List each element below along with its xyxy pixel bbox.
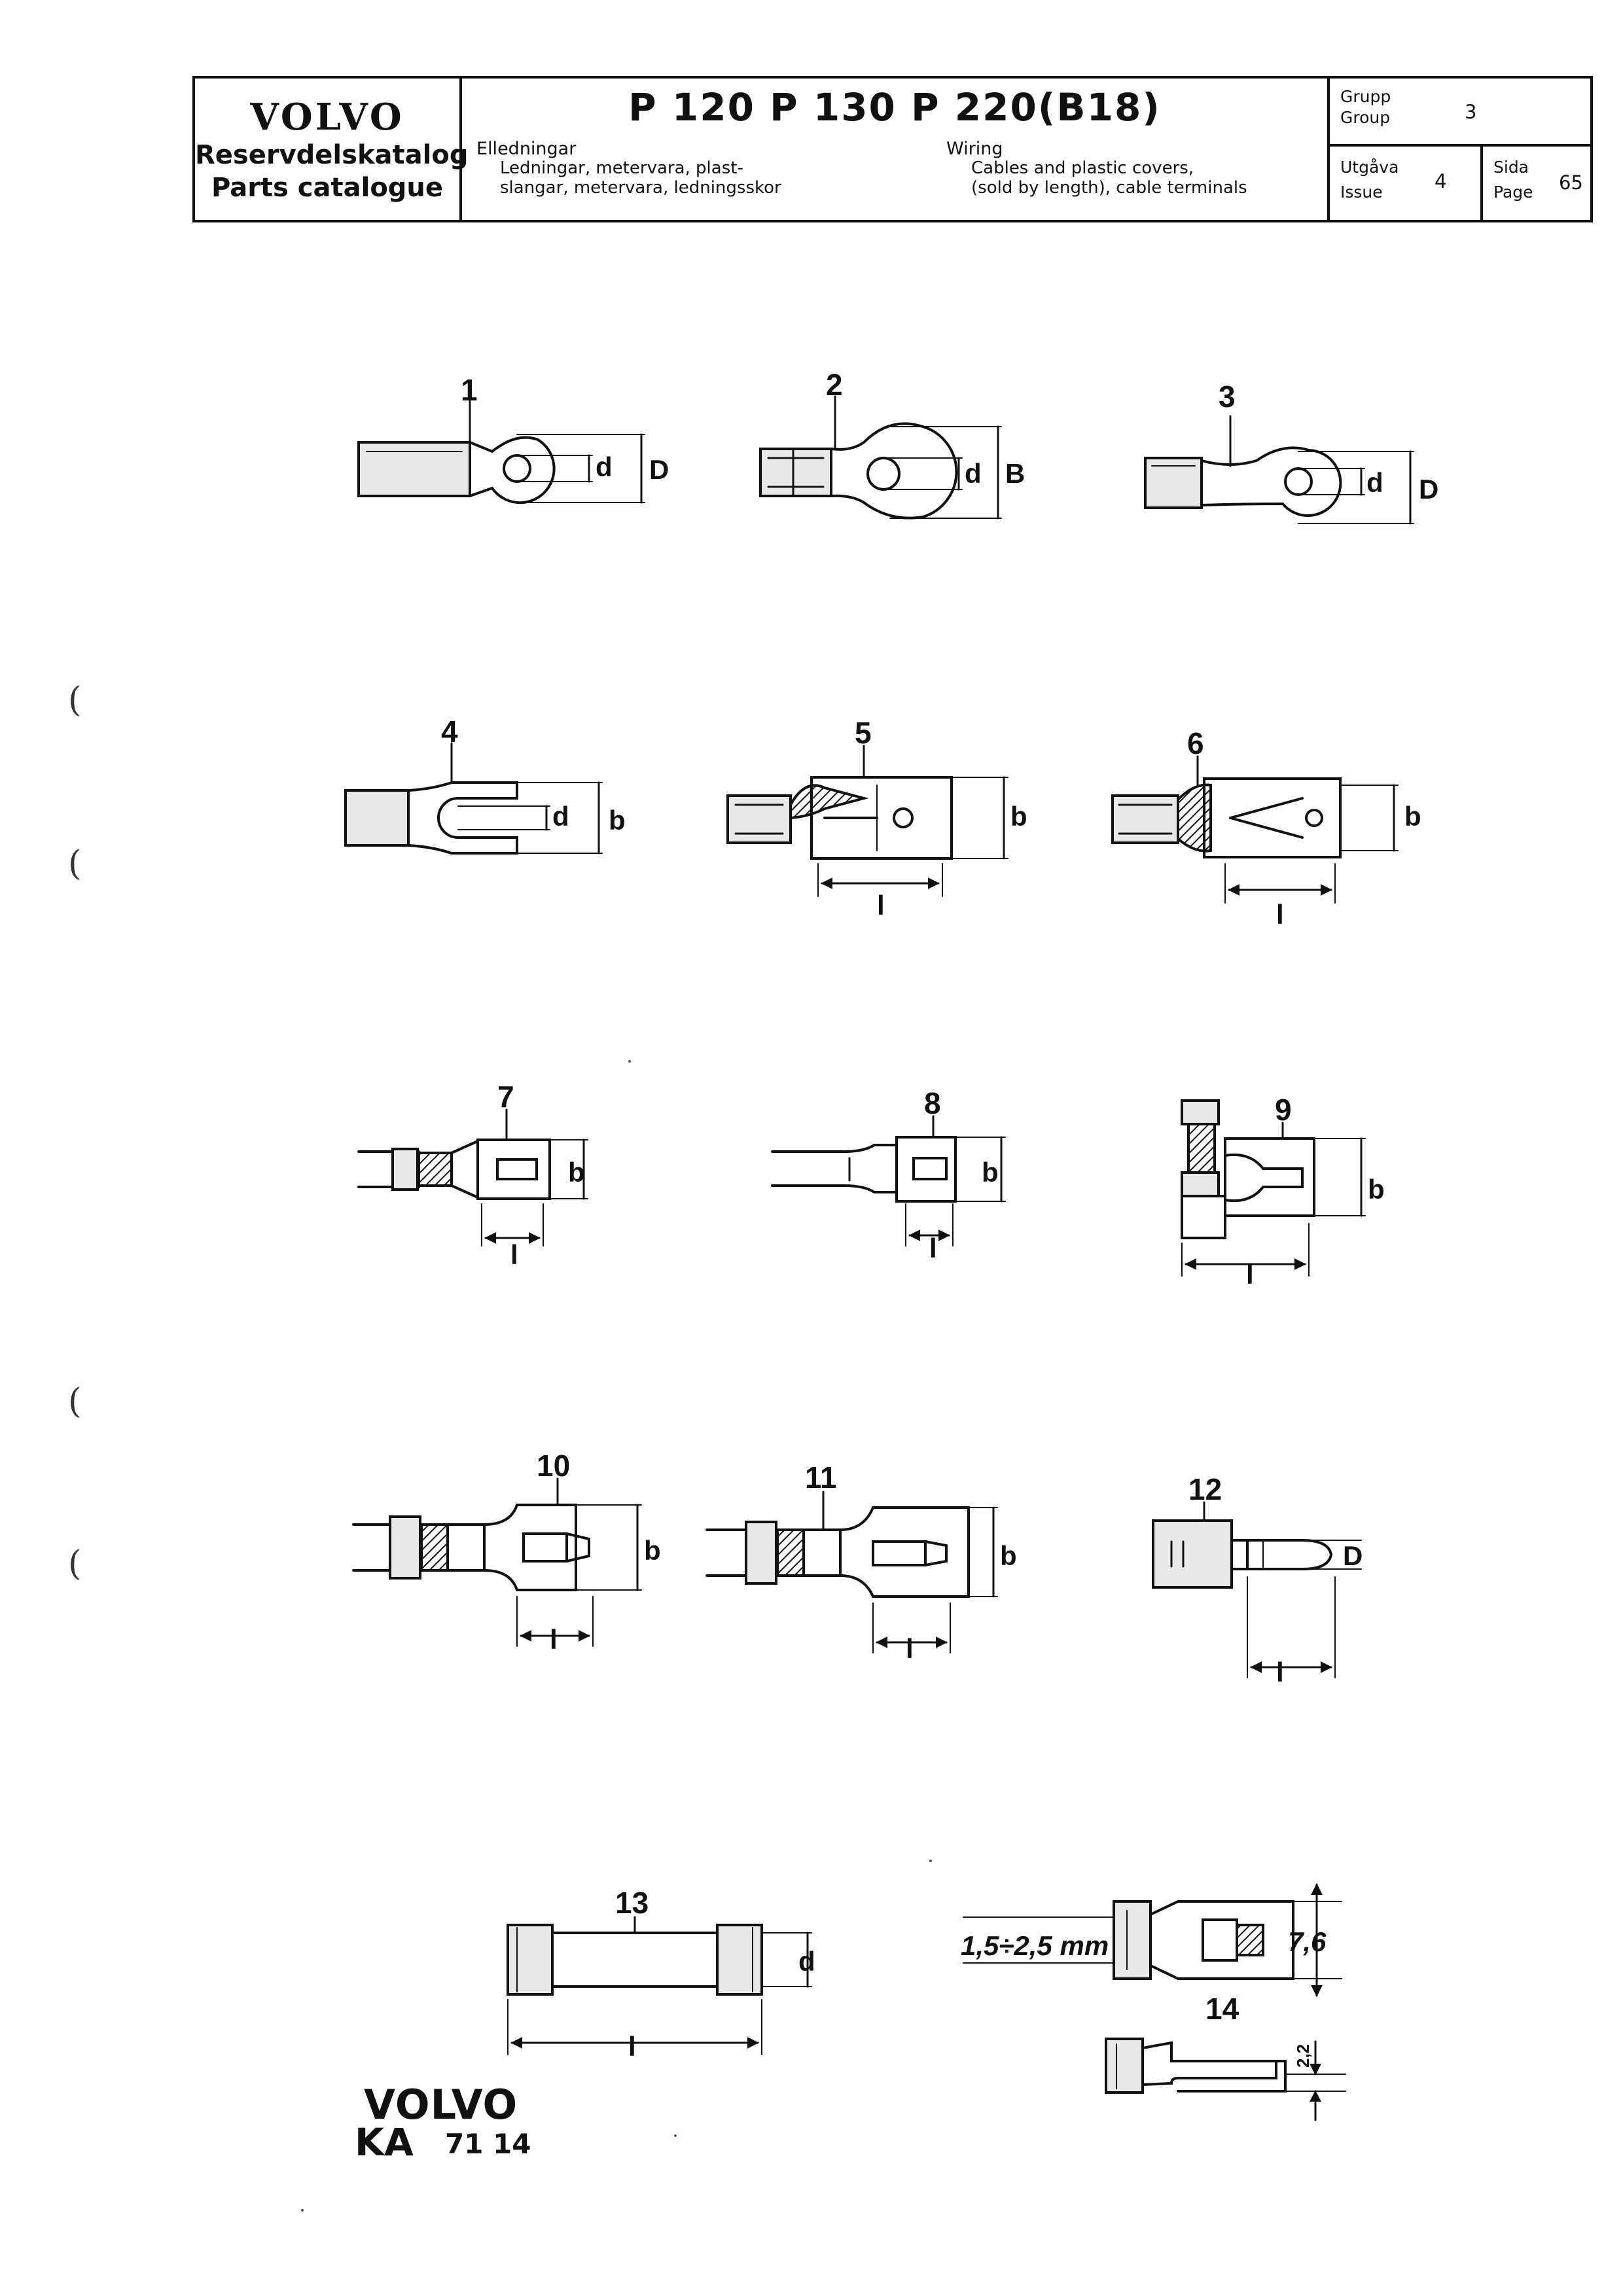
terminal-1-ring [357,389,645,504]
dim-label: D [649,454,669,485]
dim-label: l [1276,899,1284,930]
connector-14-quick-disconnect [963,1883,1346,2121]
part-number-14: 14 [1205,1992,1240,2026]
catalog-title-en: Parts catalogue [211,173,444,203]
connector-13-butt [507,1916,812,2055]
brand-cell: VOLVO Reservdelskatalog Parts catalogue [195,79,469,220]
part-number-12: 12 [1188,1472,1222,1506]
terminal-8-flat-female [771,1115,1006,1246]
dim-label: l [628,2031,636,2062]
part-number-2: 2 [826,368,843,402]
section-desc-sv: Ledningar, metervara, plast- slangar, me… [500,158,781,198]
dim-label: d [798,1946,815,1977]
terminal-5-female-blade [726,745,1008,897]
page-label-en: Page [1493,183,1533,202]
terminal-10-insulated-female [352,1477,642,1647]
footer-ka: KA [355,2120,414,2164]
part-number-9: 9 [1275,1093,1292,1127]
part-number-10: 10 [537,1449,570,1483]
part-number-6: 6 [1187,726,1204,760]
part-number-7: 7 [497,1080,514,1114]
dim-label: b [1010,801,1027,832]
dim-label: l [906,1633,914,1664]
group-cell: Grupp Group 3 [1330,79,1592,147]
dim-label: l [1246,1259,1254,1290]
part-number-3: 3 [1219,380,1236,414]
title-cell: P 120 P 130 P 220(B18) Elledningar Ledni… [462,79,1330,220]
section-title-en: Wiring [946,139,1003,159]
binding-mark: ( [68,680,82,720]
issue-label-sv: Utgåva [1340,158,1399,177]
volvo-logo: VOLVO [250,96,404,139]
part-number-5: 5 [855,716,872,750]
group-label-en: Group [1340,108,1391,127]
dim-label: d [1366,467,1383,498]
binding-mark: ( [68,1382,82,1421]
page-cell: Sida Page 65 [1483,147,1592,220]
issue-cell: Utgåva Issue 4 [1330,147,1483,220]
group-value: 3 [1465,101,1477,123]
issue-value: 4 [1435,170,1447,192]
dim-label: b [1368,1174,1385,1205]
dim-label: D [1343,1540,1363,1571]
dim-height: 7,6 [1288,1926,1327,1957]
dim-label: d [552,801,569,832]
dim-label: l [1276,1657,1284,1687]
dim-label: b [982,1157,999,1188]
binding-mark: ( [68,1544,82,1583]
dim-label: b [1404,801,1421,832]
part-number-4: 4 [441,715,458,749]
dim-label: l [929,1233,937,1263]
terminal-7-flat-female [357,1108,588,1246]
dim-label: B [1005,458,1025,489]
scan-speck [628,1060,631,1063]
dim-label: l [877,890,885,921]
dim-label: b [609,805,626,836]
scan-speck [929,1860,932,1862]
page-label-sv: Sida [1493,158,1529,177]
dim-label: l [510,1239,518,1270]
models-title: P 120 P 130 P 220(B18) [628,85,1161,130]
scan-speck [674,2134,677,2137]
issue-label-en: Issue [1340,183,1383,202]
footer-code: 71 14 [445,2128,531,2160]
dim-tab: 2,2 [1293,2044,1313,2068]
terminal-11-insulated-female [705,1491,998,1653]
part-number-8: 8 [924,1086,941,1120]
dim-label: d [596,451,613,482]
dim-label: D [1419,474,1438,504]
dim-label: l [550,1624,558,1655]
section-title-sv: Elledningar [476,139,577,159]
terminal-6-female-blade [1111,755,1399,904]
binding-mark: ( [68,844,82,883]
part-number-11: 11 [805,1460,837,1494]
terminal-4-fork [344,742,603,855]
dim-label: b [1000,1540,1017,1571]
section-desc-en: Cables and plastic covers, (sold by leng… [971,158,1247,198]
header-table: VOLVO Reservdelskatalog Parts catalogue … [192,76,1593,222]
terminal-12-bullet [1152,1501,1362,1678]
dim-label: b [644,1535,661,1566]
terminal-2-ring [759,395,1002,520]
terminal-9-flag [1181,1099,1366,1277]
terminal-3-ring [1144,415,1414,525]
footer-brand: VOLVO [364,2081,518,2128]
group-label-sv: Grupp [1340,87,1391,106]
part-number-1: 1 [461,373,478,407]
dim-wire-range: 1,5÷2,5 mm [961,1930,1109,1961]
catalog-title-sv: Reservdelskatalog [195,140,469,170]
part-number-13: 13 [615,1886,649,1920]
page-value: 65 [1559,171,1583,194]
dim-label: d [965,458,982,489]
scan-speck [301,2209,304,2212]
dim-label: b [568,1157,585,1188]
